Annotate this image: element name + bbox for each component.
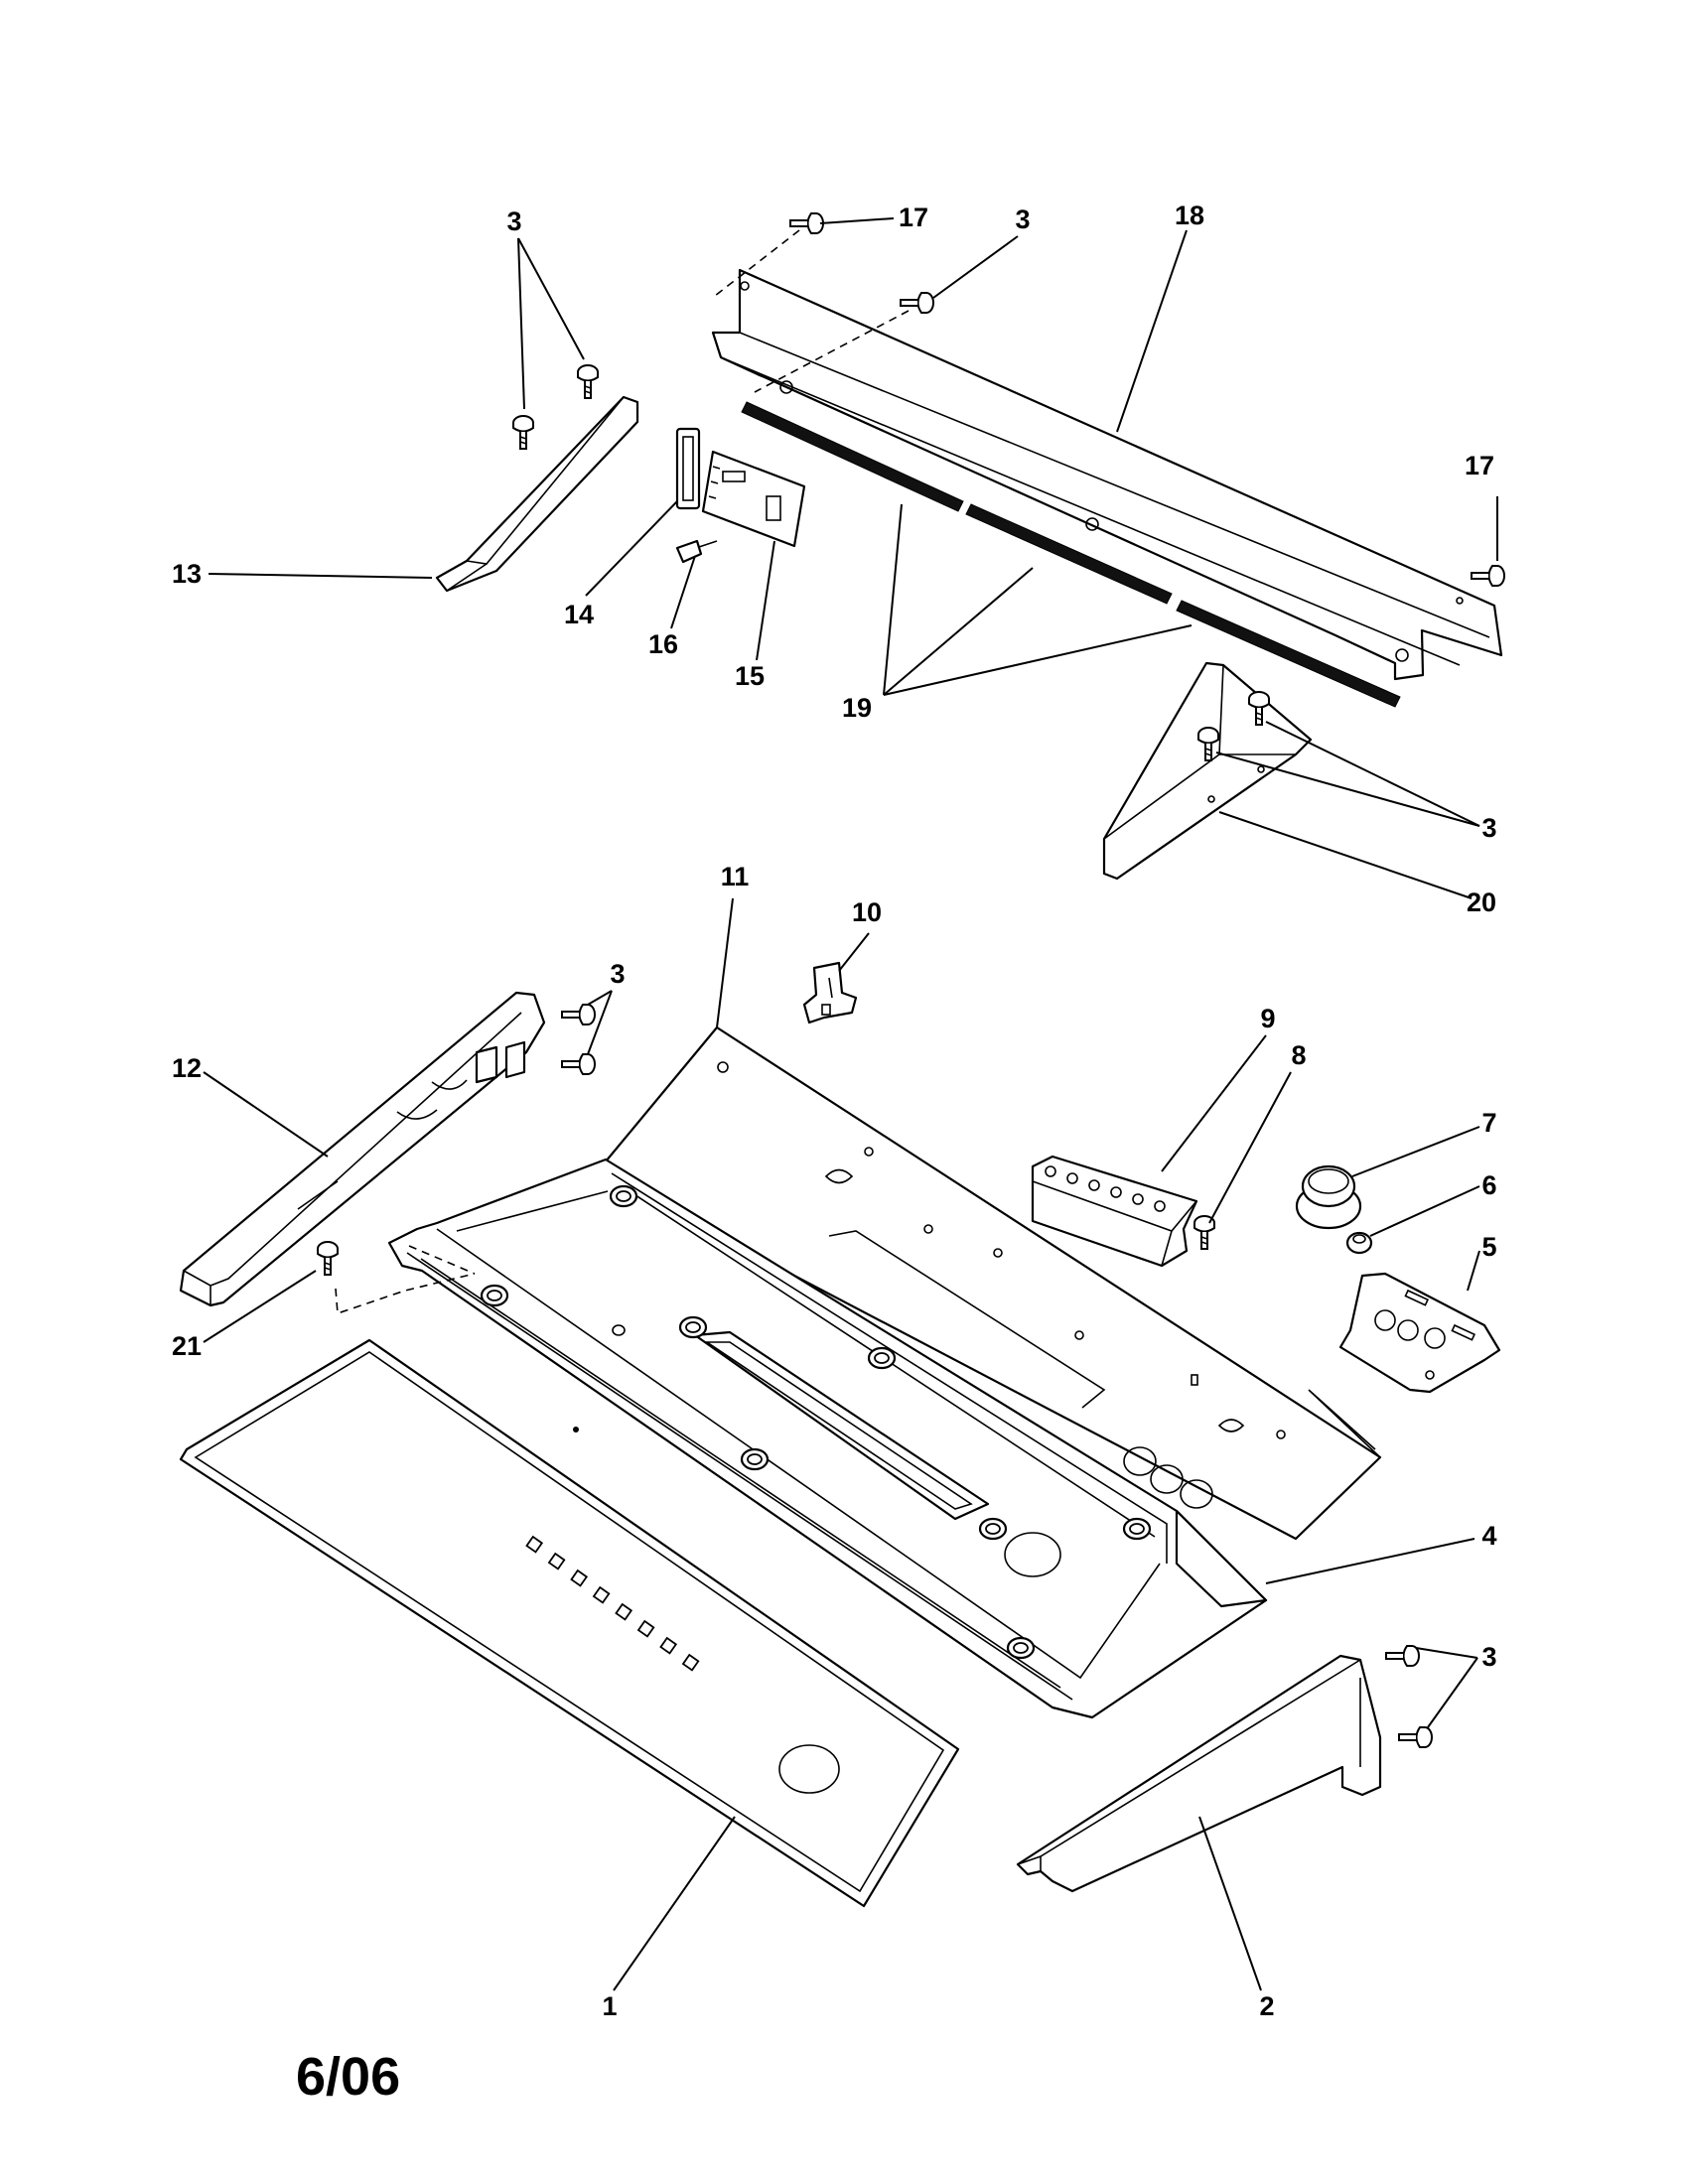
callout-9: 9	[1260, 1004, 1275, 1033]
grommet-icon	[609, 1184, 638, 1208]
callout-11: 11	[721, 862, 750, 891]
grommet-icon	[1006, 1636, 1036, 1660]
overlay-button-square	[615, 1602, 633, 1621]
callout-2: 2	[1259, 1991, 1274, 2021]
nut-part-6	[1345, 1231, 1373, 1255]
knob-part-7	[1295, 1164, 1362, 1230]
screw-icon	[789, 212, 824, 234]
revision-code: 6/06	[296, 2047, 400, 2107]
leader-lines	[203, 217, 1498, 1991]
end-cap-part-2	[1016, 1654, 1382, 1893]
callout-19: 19	[842, 693, 872, 723]
control-panel-part-4	[387, 1158, 1268, 1719]
callout-20: 20	[1467, 887, 1496, 917]
grommet-icon	[867, 1346, 897, 1370]
callout-21: 21	[172, 1331, 202, 1361]
rear-bracket-part-18	[711, 268, 1503, 681]
grommet-icon	[1122, 1517, 1152, 1541]
fastener-part-16	[675, 539, 718, 564]
callout-7: 7	[1481, 1108, 1496, 1138]
end-cap-part-12	[179, 991, 546, 1307]
callout-16: 16	[648, 629, 678, 659]
screw-icon	[1471, 565, 1505, 587]
overlay-button-square	[570, 1569, 589, 1587]
screw-icon	[1398, 1726, 1433, 1748]
grommets	[480, 1184, 1152, 1660]
overlay-button-square	[681, 1653, 700, 1672]
callout-3: 3	[1481, 1642, 1496, 1672]
callout-17: 17	[899, 203, 928, 232]
end-cap-part-13	[435, 395, 639, 593]
overlay-button-square	[547, 1552, 566, 1570]
front-overlay-part-1	[179, 1338, 960, 1908]
overlay-button-square	[525, 1535, 544, 1554]
screw-icon	[900, 292, 934, 314]
overlay-buttons	[525, 1535, 700, 1672]
circuit-board-part-15	[701, 450, 806, 548]
callout-labels: 3 17 3 18 17 13 14 16 15 19 3 20 11 10 3…	[172, 201, 1497, 2021]
screw-icon	[317, 1241, 339, 1276]
callout-14: 14	[564, 600, 594, 629]
overlay-button-square	[636, 1619, 655, 1638]
callout-17: 17	[1465, 451, 1494, 480]
switch-part-5	[1338, 1272, 1501, 1394]
callout-4: 4	[1481, 1521, 1496, 1551]
screw-icon	[561, 1053, 596, 1075]
screw-icon	[1385, 1645, 1420, 1667]
callout-1: 1	[602, 1991, 617, 2021]
screw-icon	[512, 415, 534, 450]
grommet-icon	[480, 1284, 509, 1307]
callout-18: 18	[1175, 201, 1204, 230]
switch-housing-part-9	[1031, 1155, 1198, 1268]
callout-10: 10	[852, 897, 882, 927]
overlay-button-square	[592, 1585, 611, 1604]
connector-part-14	[675, 427, 701, 510]
callout-15: 15	[735, 661, 765, 691]
grommet-icon	[678, 1315, 708, 1339]
callout-12: 12	[172, 1053, 202, 1083]
callout-5: 5	[1481, 1232, 1496, 1262]
grommet-icon	[740, 1447, 770, 1471]
callout-13: 13	[172, 559, 202, 589]
clip-part-10	[802, 961, 858, 1024]
overlay-button-square	[659, 1636, 678, 1655]
callout-8: 8	[1291, 1040, 1306, 1070]
rear-panel-part-11	[594, 1025, 1382, 1541]
screw-icon	[561, 1004, 596, 1025]
callout-3: 3	[610, 959, 625, 989]
callout-3: 3	[1015, 205, 1030, 234]
screw-icon	[577, 364, 599, 399]
callout-3: 3	[506, 206, 521, 236]
gasket-strips-part-19	[741, 401, 1401, 708]
grommet-icon	[978, 1517, 1008, 1541]
callout-3: 3	[1481, 813, 1496, 843]
callout-6: 6	[1481, 1170, 1496, 1200]
